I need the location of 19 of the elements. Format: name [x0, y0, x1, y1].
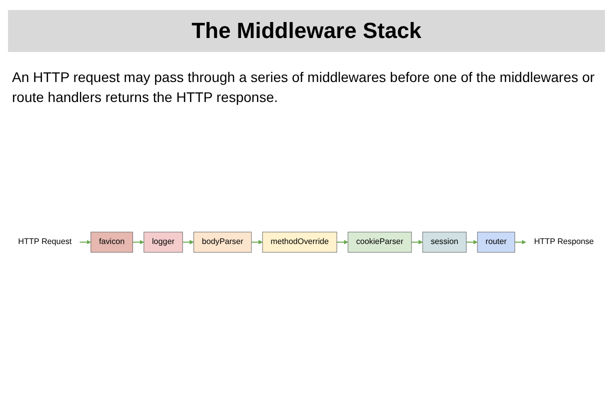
arrow	[412, 240, 423, 244]
node-box: logger	[144, 232, 183, 253]
node-text: HTTP Request	[18, 238, 72, 246]
title-banner: The Middleware Stack	[8, 10, 605, 52]
node-box: session	[422, 232, 467, 253]
arrow	[251, 240, 263, 244]
arrow	[80, 240, 92, 244]
arrow	[466, 240, 478, 244]
arrow	[336, 240, 348, 244]
arrow	[132, 240, 144, 244]
arrow	[514, 240, 526, 244]
node-box: favicon	[90, 232, 133, 253]
node-box: cookieParser	[348, 232, 412, 253]
node-text: HTTP Response	[534, 238, 594, 246]
node-box: methodOverride	[262, 232, 338, 253]
node-box: bodyParser	[194, 232, 252, 253]
node-box: router	[477, 232, 516, 253]
arrow	[182, 240, 194, 244]
caption: An HTTP request may pass through a series of middlewares before one of the middlewares or route handlers returns the HTTP response.	[12, 68, 596, 107]
